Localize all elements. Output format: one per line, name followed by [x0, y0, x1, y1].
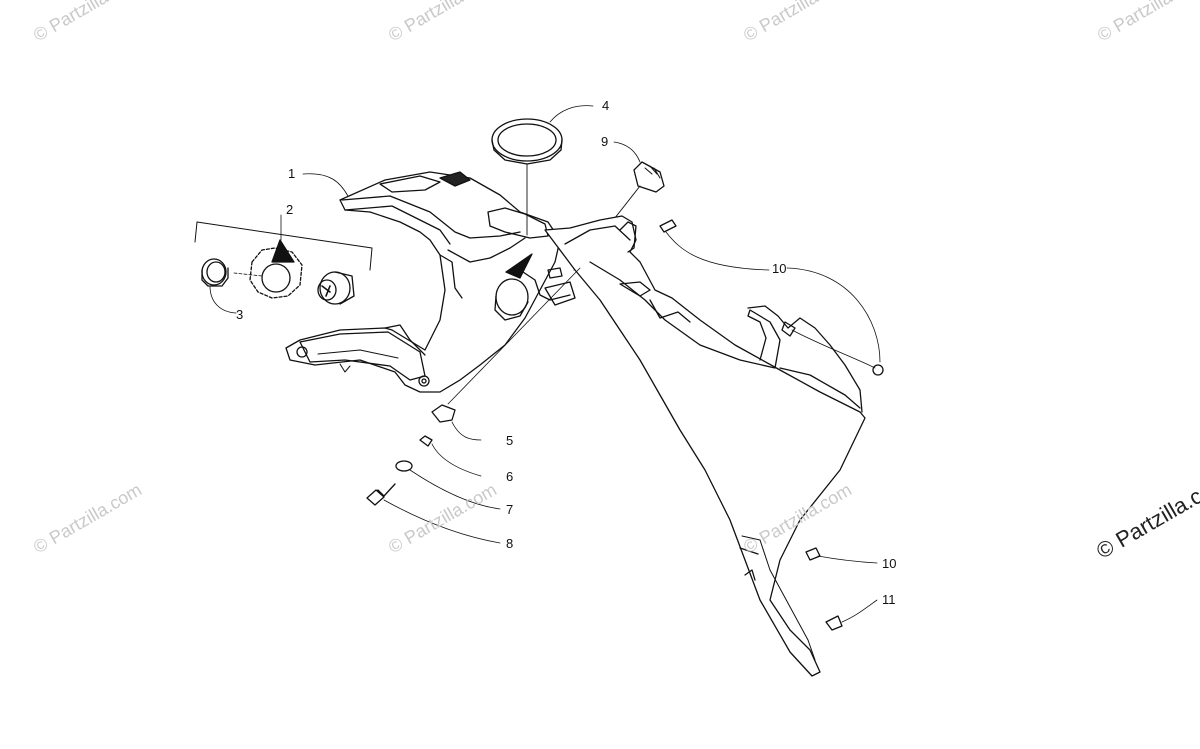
callout-5: 5: [506, 433, 514, 448]
callout-10-lower: 10: [882, 556, 897, 571]
callout-7: 7: [506, 502, 514, 517]
callout-4: 4: [602, 98, 610, 113]
callout-9: 9: [601, 134, 609, 149]
side-panel-part: [544, 215, 866, 677]
callout-6: 6: [506, 469, 514, 484]
leader-lines: [209, 105, 881, 623]
fasteners: [366, 219, 884, 631]
callout-2: 2: [286, 202, 294, 217]
callout-3: 3: [236, 307, 244, 322]
arrow-marker-icon: [505, 253, 533, 279]
console-housing-part: [285, 171, 576, 393]
ring-part: [491, 118, 563, 236]
callout-11: 11: [882, 592, 896, 607]
callout-1: 1: [288, 166, 296, 181]
switch-assembly-part: [194, 221, 373, 305]
callout-8: 8: [506, 536, 514, 551]
callout-10-upper: 10: [772, 261, 787, 276]
